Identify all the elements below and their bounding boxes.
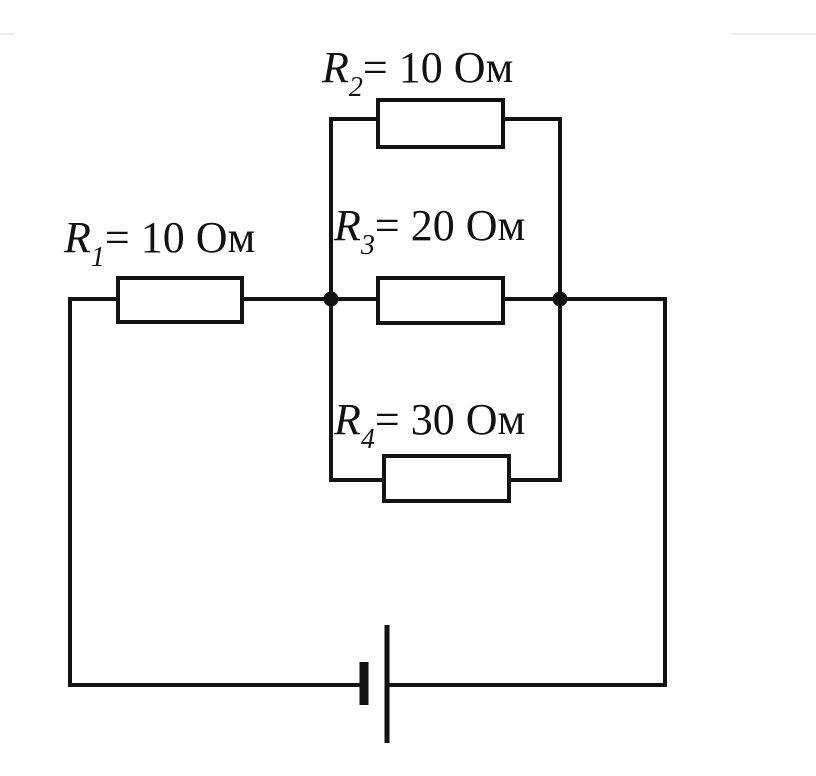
wires: [68, 117, 667, 687]
battery-symbol: [359, 625, 390, 743]
resistor-r3: [376, 276, 505, 325]
label-r3: R3= 20 Ом: [333, 201, 525, 261]
resistor-r2: [376, 98, 505, 149]
label-r4-symbol: R: [333, 395, 361, 444]
label-r1-subscript: 1: [91, 242, 105, 273]
label-r2-subscript: 2: [349, 72, 363, 103]
label-r4-subscript: 4: [361, 424, 375, 455]
label-r2-symbol: R: [321, 43, 349, 92]
wire-left-loop: [68, 297, 366, 687]
wire-right-loop: [385, 297, 667, 687]
label-r3-symbol: R: [333, 201, 361, 250]
label-r2-value: = 10 Ом: [363, 43, 513, 92]
label-r1-symbol: R: [63, 213, 91, 262]
junction-node-right: [552, 291, 568, 307]
label-r3-subscript: 3: [360, 230, 375, 261]
label-r4: R4= 30 Ом: [333, 395, 525, 455]
resistor-r1: [116, 276, 244, 324]
resistor-r4: [382, 454, 511, 503]
junction-node-left: [323, 291, 339, 307]
label-r1: R1= 10 Ом: [63, 213, 255, 273]
label-r2: R2= 10 Ом: [321, 43, 513, 103]
label-r1-value: = 10 Ом: [105, 213, 255, 262]
label-r3-value: = 20 Ом: [375, 201, 525, 250]
label-r4-value: = 30 Ом: [375, 395, 525, 444]
